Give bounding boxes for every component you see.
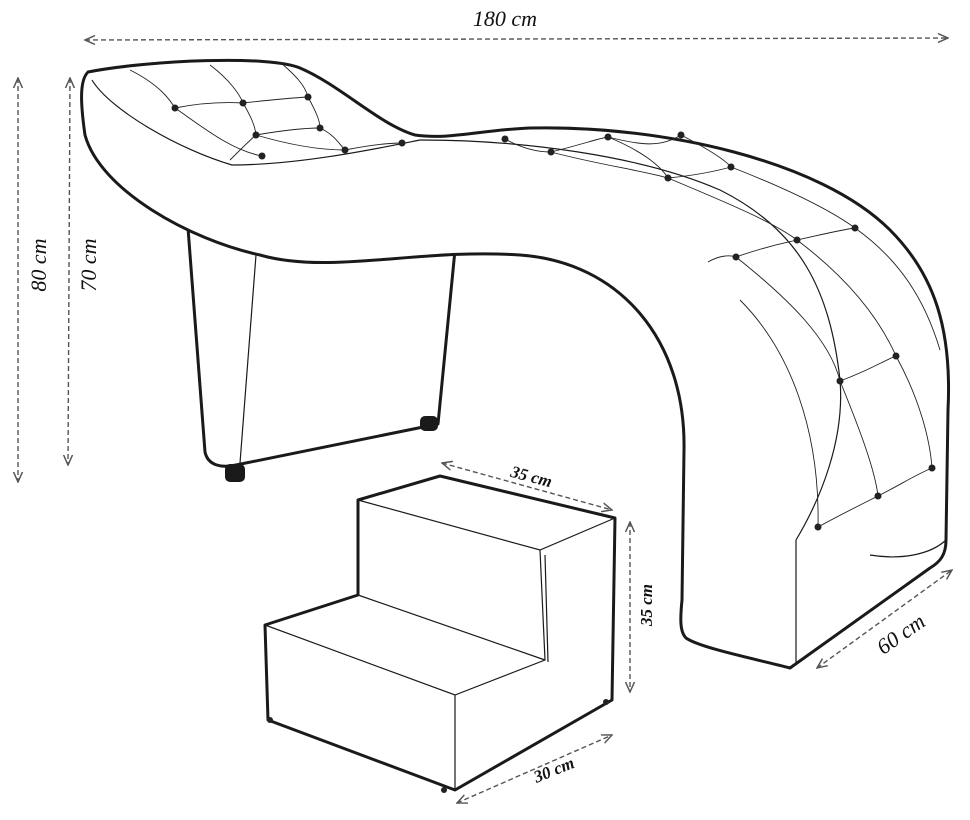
step-stool [263, 474, 617, 793]
foot-left [225, 464, 245, 482]
depth-label: 60 cm [872, 608, 930, 659]
step-depth-label: 30 cm [530, 753, 577, 787]
tufting-buttons [171, 93, 936, 531]
total-height-label: 80 cm [26, 238, 51, 291]
length-label: 180 cm [473, 6, 537, 31]
seat-height-label: 70 cm [76, 238, 101, 291]
chaise-base [186, 226, 457, 482]
dimension-lines [18, 38, 952, 803]
step-height-label: 35 cm [637, 584, 656, 627]
chaise-body [80, 58, 951, 670]
foot-right [420, 416, 438, 431]
